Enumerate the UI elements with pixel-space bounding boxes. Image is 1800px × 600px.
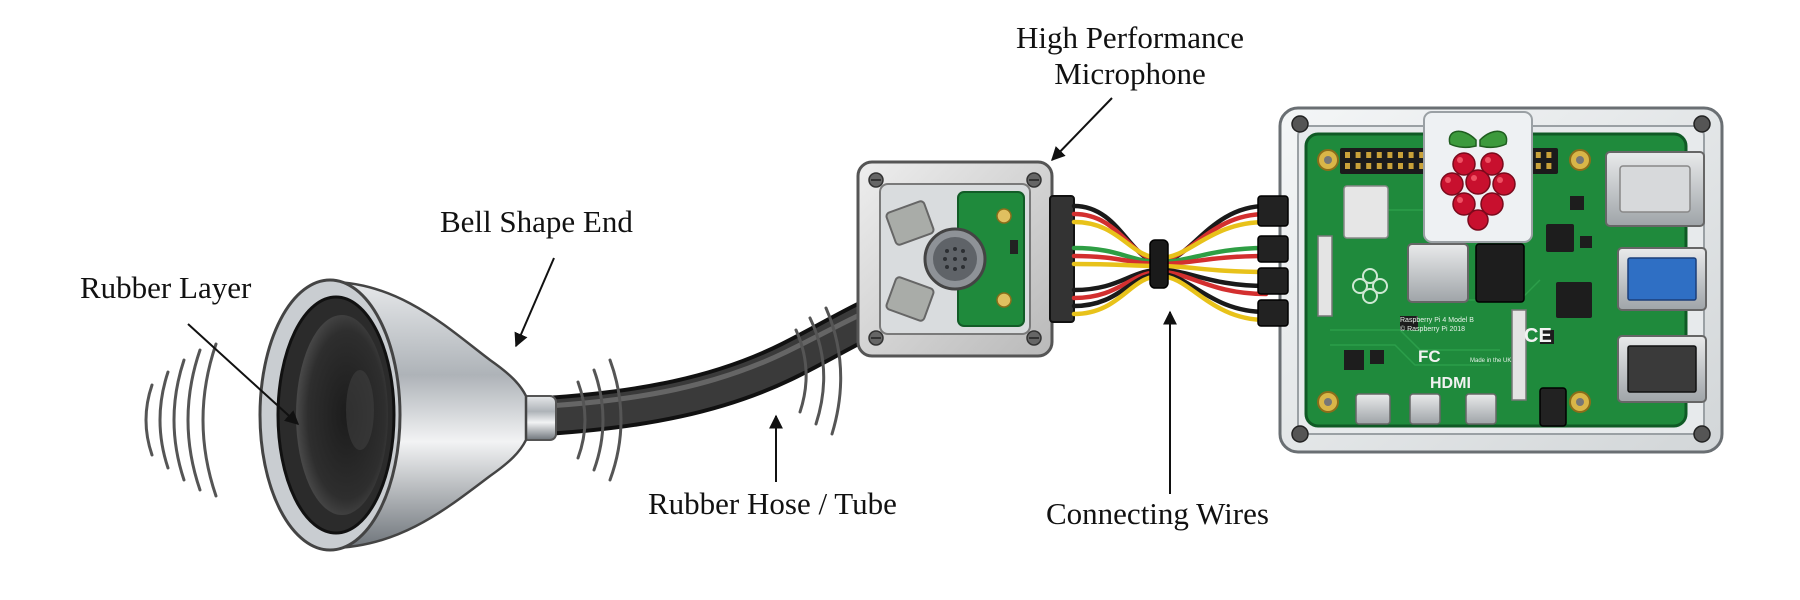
gpio-pin (1345, 163, 1350, 169)
arrow-rubber-layer (187, 323, 300, 425)
arrow-microphone (1051, 97, 1113, 162)
gpio-pin (1419, 163, 1425, 169)
bell-horn (258, 278, 557, 552)
label-connecting-wires: Connecting Wires (1046, 496, 1269, 531)
gpio-pin (1355, 163, 1361, 169)
gpio-pin (1398, 163, 1403, 169)
label-microphone-line1: High Performance (1015, 20, 1245, 55)
gpio-pin (1366, 152, 1372, 158)
cable-tie (1149, 239, 1169, 289)
gpio-pin (1376, 152, 1382, 158)
gpio-pin (1366, 163, 1372, 169)
connecting-wires (1071, 203, 1269, 323)
board-raspberry-logo (1352, 268, 1388, 304)
micro-hdmi-port-0 (1409, 393, 1441, 425)
label-bell-shape-end: Bell Shape End (440, 204, 633, 239)
made-in-text: Made in the UK (1470, 358, 1511, 364)
usb-c-power-port (1355, 393, 1391, 425)
gpio-pin (1398, 152, 1403, 158)
audio-jack (1539, 387, 1567, 427)
sound-waves-mic (794, 306, 843, 436)
gpio-pin (1535, 163, 1541, 169)
gpio-pin (1387, 152, 1393, 158)
microphone-module (856, 160, 1075, 358)
label-rubber-layer: Rubber Layer (80, 270, 252, 305)
gpio-pin (1419, 152, 1425, 158)
label-rubber-hose: Rubber Hose / Tube (648, 486, 897, 521)
board-model-text: Raspberry Pi 4 Model B (1400, 317, 1474, 324)
micro-hdmi-port-1 (1465, 393, 1497, 425)
gpio-pin (1408, 152, 1414, 158)
sound-waves-left (144, 342, 218, 498)
raspberry-pi-board: Raspberry Pi 4 Model B © Raspberry Pi 20… (1257, 106, 1724, 454)
ce-mark: CE (1524, 325, 1552, 347)
rubber-hose (525, 298, 890, 436)
soc-heatspreader (1407, 243, 1469, 303)
label-microphone: High Performance Microphone (960, 20, 1300, 92)
label-microphone-line2: Microphone (1054, 56, 1206, 91)
fcc-mark: FC (1418, 347, 1441, 366)
gpio-pin (1408, 163, 1414, 169)
gpio-pin (1355, 152, 1361, 158)
callout-arrows (187, 97, 1177, 494)
raspberry-logo (1440, 130, 1516, 231)
gpio-pin (1546, 163, 1552, 169)
gpio-pin (1535, 152, 1541, 158)
hdmi-mark: HDMI (1430, 375, 1471, 392)
gpio-pin (1546, 152, 1552, 158)
gpio-pin (1345, 152, 1350, 158)
gpio-pin (1387, 163, 1393, 169)
arrow-bell-shape-end (514, 257, 555, 348)
board-copyright-text: © Raspberry Pi 2018 (1400, 325, 1465, 333)
gpio-pin (1376, 163, 1382, 169)
sound-waves-hose (576, 358, 623, 482)
